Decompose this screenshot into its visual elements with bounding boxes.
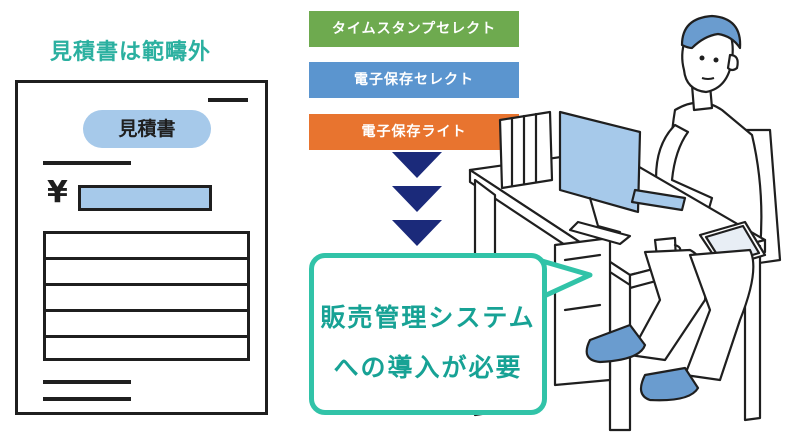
- down-arrow-icon: [392, 152, 442, 178]
- estimate-document: 見積書 ¥: [15, 80, 268, 415]
- bubble-text-line2: への導入が必要: [333, 353, 523, 382]
- plan-denshi-hozon-lite: 電子保存ライト: [309, 114, 519, 150]
- doc-footer-line: [43, 397, 131, 401]
- down-arrow-icon: [392, 186, 442, 212]
- down-arrow-icon: [392, 220, 442, 246]
- plan-denshi-hozon-select: 電子保存セレクト: [309, 62, 519, 98]
- table-row-divider: [46, 283, 247, 286]
- office-worker-illustration: [468, 14, 782, 432]
- down-arrows: [392, 152, 442, 246]
- doc-corner-line: [208, 98, 248, 102]
- table-row-divider: [46, 335, 247, 338]
- doc-recipient-line: [43, 161, 131, 165]
- yen-sign: ¥: [47, 175, 68, 210]
- doc-footer-line: [43, 380, 131, 384]
- page-heading: 見積書は範疇外: [50, 40, 212, 65]
- table-row-divider: [46, 309, 247, 312]
- bubble-text-line1: 販売管理システム: [320, 303, 536, 332]
- table-row-divider: [46, 257, 247, 260]
- doc-title-pill: 見積書: [83, 110, 211, 148]
- plan-timestamp-select: タイムスタンプセレクト: [309, 11, 519, 47]
- line-item-table: [43, 231, 250, 361]
- speech-bubble: 販売管理システム への導入が必要: [309, 253, 547, 415]
- amount-box: [78, 185, 212, 211]
